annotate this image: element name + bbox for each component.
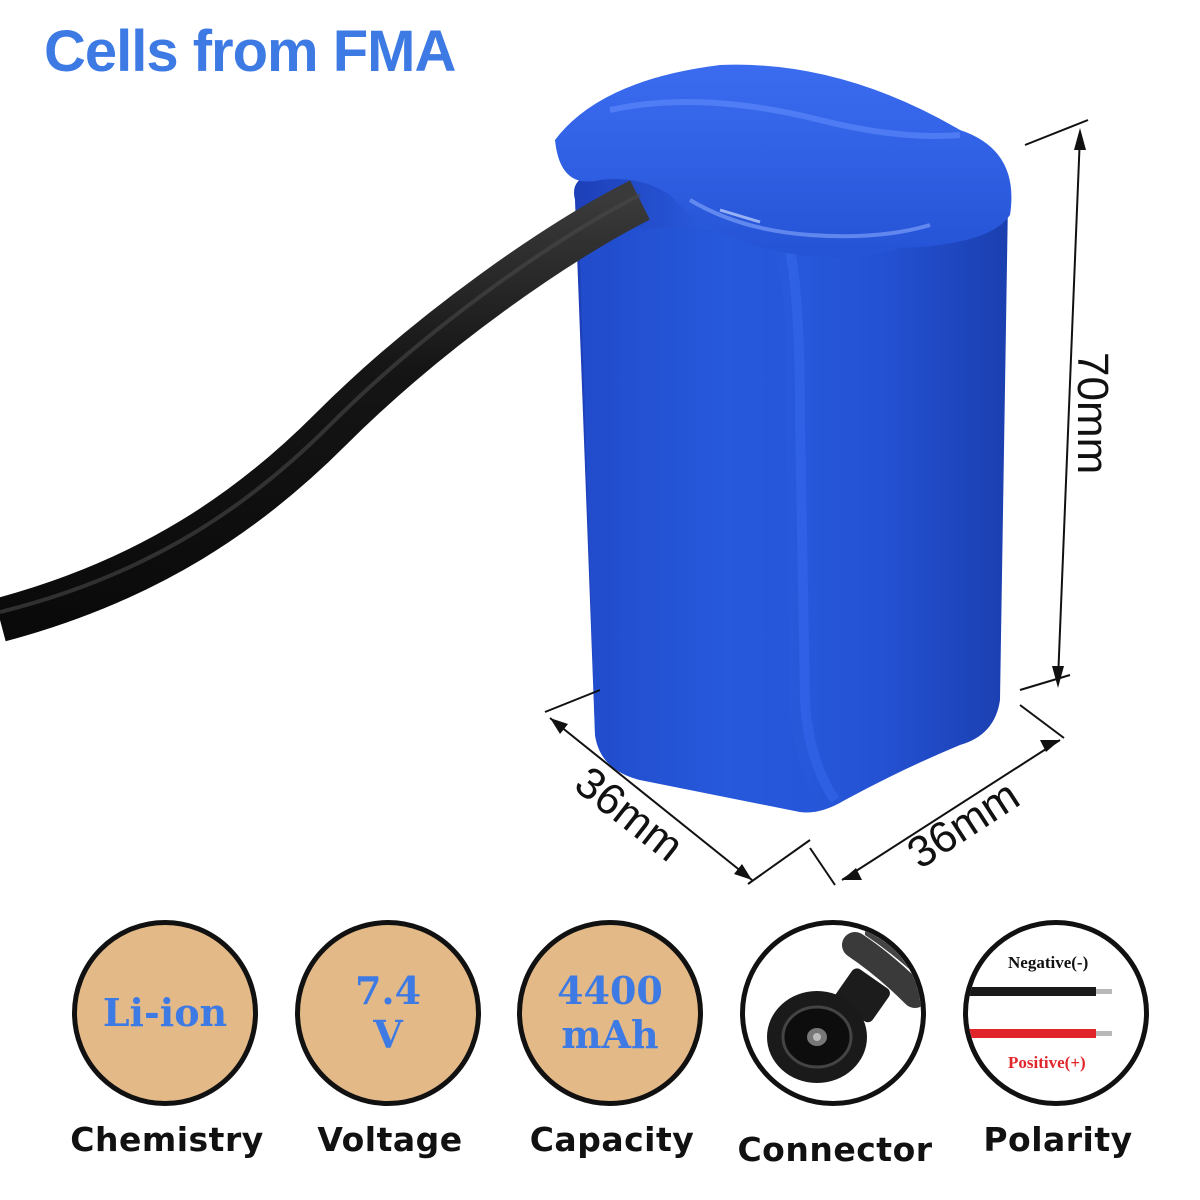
polarity-circle: Negative(-) Positive(+) — [963, 920, 1149, 1106]
capacity-value-number: 4400 — [557, 968, 663, 1013]
dc-connector-icon — [767, 925, 921, 1083]
positive-label: Positive(+) — [1008, 1053, 1086, 1072]
voltage-value-unit: V — [373, 1012, 403, 1057]
polarity-caption: Polarity — [983, 1120, 1133, 1159]
connector-caption: Connector — [737, 1130, 933, 1169]
page-title: Cells from FMA — [44, 19, 456, 84]
connector-circle — [740, 920, 926, 1106]
height-dimension: 70mm — [1019, 119, 1117, 691]
battery-pack — [555, 64, 1012, 813]
battery-cable — [0, 180, 650, 642]
capacity-circle: 4400 mAh — [517, 920, 703, 1106]
negative-label: Negative(-) — [1008, 953, 1089, 972]
width-label: 36mm — [899, 771, 1028, 879]
product-illustration: 70mm 36mm 36mm — [0, 64, 1117, 886]
capacity-caption: Capacity — [529, 1120, 695, 1159]
chemistry-value: Li-ion — [102, 990, 228, 1035]
voltage-value-number: 7.4 — [354, 968, 422, 1013]
polarity-wires-icon — [968, 987, 1112, 1038]
capacity-value-unit: mAh — [561, 1012, 659, 1057]
chemistry-circle: Li-ion — [72, 920, 258, 1106]
chemistry-caption: Chemistry — [70, 1120, 264, 1159]
voltage-circle: 7.4 V — [295, 920, 481, 1106]
voltage-caption: Voltage — [317, 1120, 463, 1159]
height-label: 70mm — [1068, 352, 1117, 474]
